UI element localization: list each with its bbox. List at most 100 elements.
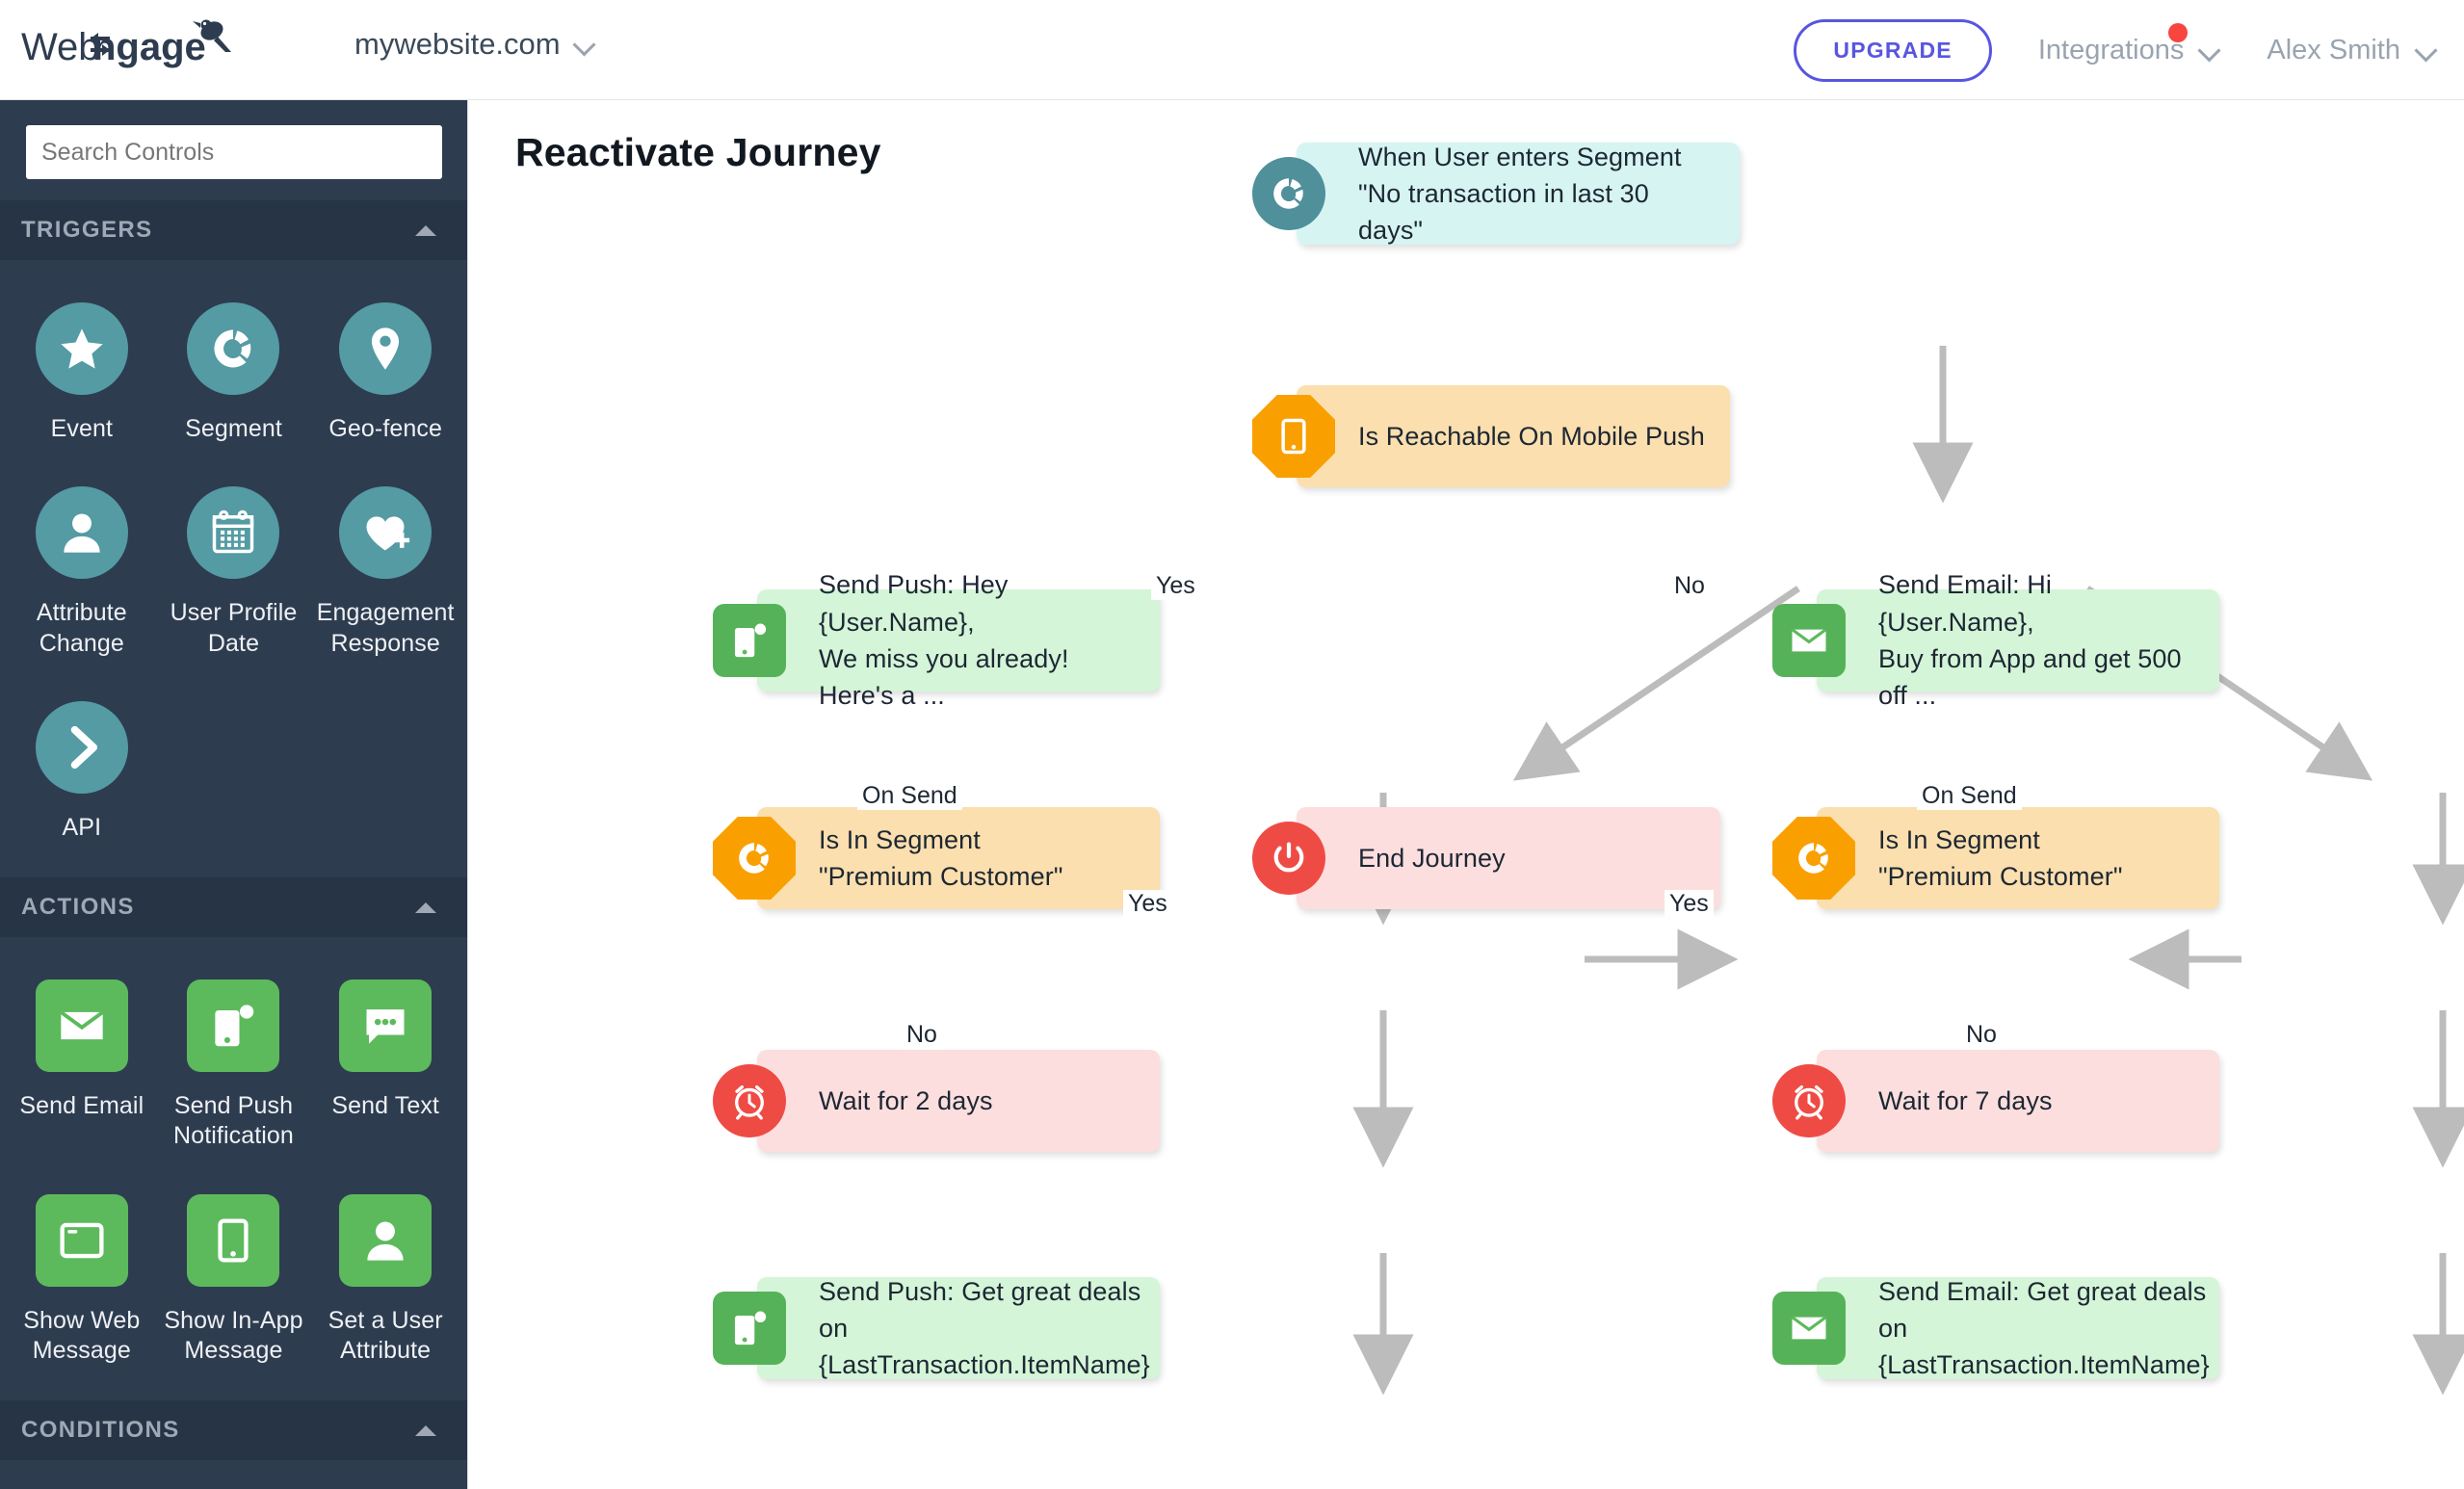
sidebar-section-grid [0, 1460, 467, 1489]
control-set-a-user-attribute[interactable]: Set a User Attribute [309, 1177, 461, 1392]
search-container [0, 100, 467, 200]
journey-edges [1352, 346, 2464, 1396]
mobile-push-icon [187, 980, 280, 1072]
node-card[interactable]: Is In Segment "Premium Customer" [757, 807, 1160, 909]
control-user-icon[interactable] [6, 1485, 158, 1489]
control-label: Segment [185, 415, 282, 442]
node-card[interactable]: Wait for 7 days [1817, 1050, 2219, 1152]
envelope-icon[interactable] [1772, 604, 1846, 677]
user-menu[interactable]: Alex Smith [2267, 35, 2437, 66]
node-card[interactable]: When User enters Segment "No transaction… [1297, 143, 1740, 245]
node-card[interactable]: End Journey [1297, 807, 1720, 909]
mobile-push-icon[interactable] [713, 604, 786, 677]
control-segment-donut-icon[interactable] [158, 1485, 310, 1489]
node-label: Send Email: Hi {User.Name}, Buy from App… [1878, 570, 2182, 711]
control-label: API [62, 813, 102, 841]
control-label: Attribute Change [36, 599, 127, 657]
sidebar-section-title: CONDITIONS [21, 1417, 180, 1443]
node-label: Wait for 7 days [1878, 1085, 2053, 1115]
control-engagement-response[interactable]: Engagement Response [309, 469, 461, 684]
control-show-in-app-message[interactable]: Show In-App Message [158, 1177, 310, 1392]
control-label: User Profile Date [170, 599, 298, 657]
control-label: Send Push Notification [173, 1092, 294, 1150]
edge-label-no-branch: No [1669, 572, 1710, 600]
control-event[interactable]: Event [6, 285, 158, 469]
mobile-push-icon[interactable] [713, 1292, 786, 1365]
control-segment[interactable]: Segment [158, 285, 310, 469]
segment-donut-icon[interactable] [1252, 157, 1325, 230]
chevron-right-icon [35, 700, 128, 794]
user-icon [35, 486, 128, 580]
sidebar-section-header-actions[interactable]: ACTIONS [0, 877, 467, 937]
control-user-profile-date[interactable]: User Profile Date [158, 469, 310, 684]
node-card[interactable]: Send Email: Get great deals on {LastTran… [1817, 1277, 2219, 1379]
node-label: Send Email: Get great deals on {LastTran… [1878, 1276, 2210, 1380]
control-api[interactable]: API [6, 684, 158, 868]
upgrade-button[interactable]: UPGRADE [1794, 18, 1992, 82]
edge-label-on-send-right: On Send [1917, 782, 2022, 810]
edge-label-no-right: No [1961, 1021, 2002, 1049]
edge-label-yes-left-end: Yes [1123, 890, 1172, 918]
envelope-icon[interactable] [1772, 1292, 1846, 1365]
calendar-icon [187, 486, 280, 580]
segment-donut-icon[interactable] [713, 817, 796, 900]
sidebar-section-header-triggers[interactable]: TRIGGERS [0, 200, 467, 260]
node-label: Is In Segment "Premium Customer" [1878, 824, 2123, 891]
chevron-down-icon [574, 34, 595, 55]
edge-label-yes-right-end: Yes [1665, 890, 1714, 918]
caret-up-icon[interactable] [415, 1424, 436, 1436]
controls-sidebar: TRIGGERS Event Segment Geo-fence Attribu… [0, 100, 468, 1489]
user-icon [339, 1193, 433, 1287]
search-input[interactable] [26, 125, 442, 179]
control-send-text[interactable]: Send Text [309, 962, 461, 1177]
browser-window-icon [35, 1193, 128, 1287]
control-label: Event [50, 415, 114, 442]
control-label: Set a User Attribute [328, 1306, 443, 1364]
node-card[interactable]: Is Reachable On Mobile Push [1297, 385, 1730, 487]
segment-donut-icon [187, 302, 280, 395]
chat-bubble-icon [339, 980, 433, 1072]
site-selector[interactable]: mywebsite.com [354, 27, 595, 62]
power-icon[interactable] [1252, 822, 1325, 895]
edge-label-yes-branch: Yes [1151, 572, 1200, 600]
control-browser-window-icon[interactable] [309, 1485, 461, 1489]
edge-label-no-left: No [902, 1021, 942, 1049]
node-card[interactable]: Send Push: Get great deals on {LastTrans… [757, 1277, 1160, 1379]
control-send-email[interactable]: Send Email [6, 962, 158, 1177]
segment-donut-icon[interactable] [1772, 817, 1855, 900]
alarm-clock-icon[interactable] [1772, 1064, 1846, 1137]
control-label: Show In-App Message [164, 1306, 303, 1364]
mobile-icon[interactable] [1252, 395, 1335, 478]
sidebar-section-title: TRIGGERS [21, 217, 153, 243]
edge-label-on-send-left: On Send [857, 782, 962, 810]
node-label: Send Push: Hey {User.Name}, We miss you … [819, 570, 1069, 711]
webengage-logo[interactable]: Web ngage [17, 13, 249, 83]
node-label: When User enters Segment "No transaction… [1358, 142, 1682, 246]
control-attribute-change[interactable]: Attribute Change [6, 469, 158, 684]
caret-up-icon[interactable] [415, 901, 436, 913]
journey-canvas[interactable]: Reactivate Journey When User enters Segm… [469, 101, 2464, 1489]
control-geo-fence[interactable]: Geo-fence [309, 285, 461, 469]
control-show-web-message[interactable]: Show Web Message [6, 1177, 158, 1392]
control-send-push-notification[interactable]: Send Push Notification [158, 962, 310, 1177]
control-label: Show Web Message [23, 1306, 141, 1364]
node-card[interactable]: Wait for 2 days [757, 1050, 1160, 1152]
integrations-menu[interactable]: Integrations [2038, 22, 2221, 66]
node-label: End Journey [1358, 843, 1506, 873]
svg-text:Web: Web [21, 26, 100, 68]
control-label: Engagement Response [316, 599, 455, 657]
alarm-clock-icon[interactable] [713, 1064, 786, 1137]
node-card[interactable]: Send Push: Hey {User.Name}, We miss you … [757, 570, 1160, 710]
node-label: Wait for 2 days [819, 1085, 993, 1115]
notification-dot-icon [2168, 22, 2189, 42]
caret-up-icon[interactable] [415, 224, 436, 236]
page-title: Reactivate Journey [515, 130, 881, 174]
control-label: Send Text [331, 1092, 439, 1119]
chevron-down-icon [2199, 39, 2220, 61]
mobile-icon [187, 1193, 280, 1287]
node-label: Send Push: Get great deals on {LastTrans… [819, 1276, 1150, 1380]
node-card[interactable]: Send Email: Hi {User.Name}, Buy from App… [1817, 570, 2219, 710]
sidebar-section-header-conditions[interactable]: CONDITIONS [0, 1400, 467, 1460]
node-card[interactable]: Is In Segment "Premium Customer" [1817, 807, 2219, 909]
sidebar-section-title: ACTIONS [21, 894, 135, 920]
